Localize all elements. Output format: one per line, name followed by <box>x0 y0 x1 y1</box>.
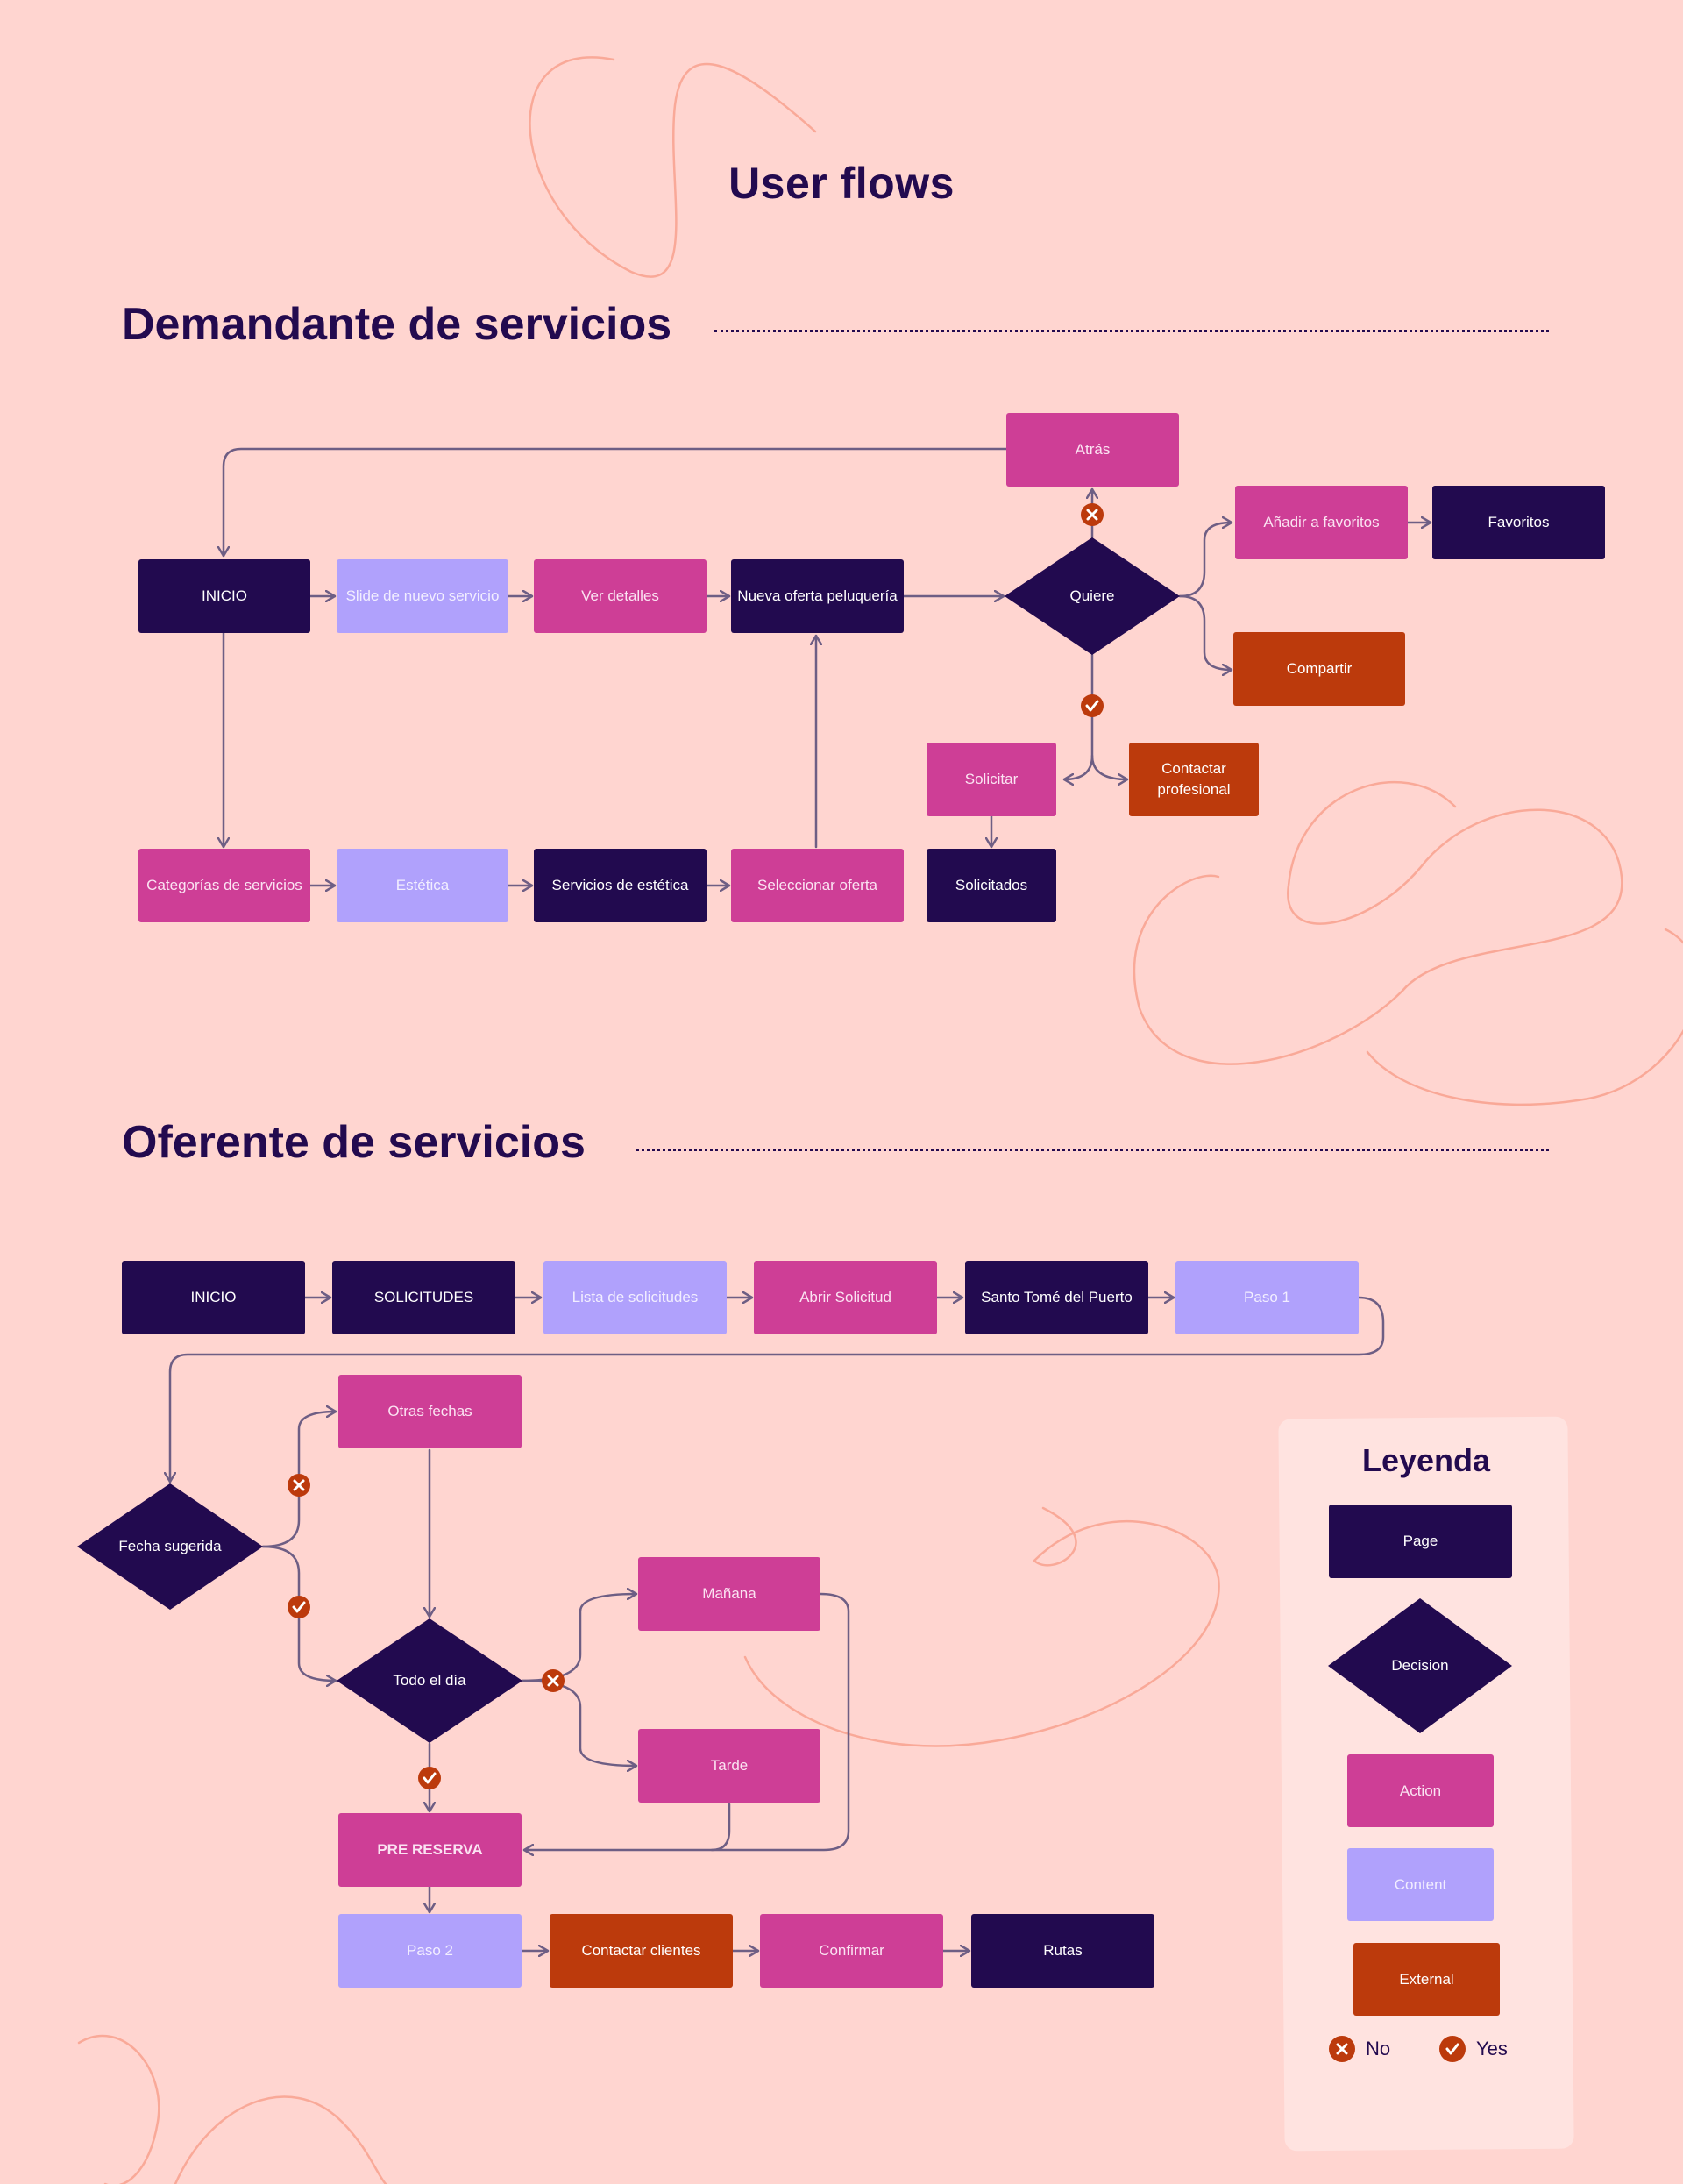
node-servicios-estetica[interactable]: Servicios de estética <box>534 849 707 922</box>
node-solicitudes[interactable]: SOLICITUDES <box>332 1261 515 1334</box>
node-santo-tome[interactable]: Santo Tomé del Puerto <box>965 1261 1148 1334</box>
no-marker-icon <box>540 1668 566 1694</box>
node-inicio[interactable]: INICIO <box>138 559 310 633</box>
node-ver-detalles[interactable]: Ver detalles <box>534 559 707 633</box>
legend-external: External <box>1353 1943 1500 2016</box>
node-compartir[interactable]: Compartir <box>1233 632 1405 706</box>
node-solicitar[interactable]: Solicitar <box>927 743 1056 816</box>
node-solicitados[interactable]: Solicitados <box>927 849 1056 922</box>
node-otras-fechas[interactable]: Otras fechas <box>338 1375 522 1448</box>
node-estetica[interactable]: Estética <box>337 849 508 922</box>
node-abrir-solicitud[interactable]: Abrir Solicitud <box>754 1261 937 1334</box>
legend-no: No <box>1329 2036 1390 2062</box>
node-paso-1[interactable]: Paso 1 <box>1175 1261 1359 1334</box>
node-manana[interactable]: Mañana <box>638 1557 820 1631</box>
decision-fecha-sugerida-label: Fecha sugerida <box>118 1538 222 1554</box>
section-title-demandante: Demandante de servicios <box>122 299 672 350</box>
node-contactar-clientes[interactable]: Contactar clientes <box>550 1914 733 1988</box>
page-title: User flows <box>728 159 955 208</box>
node-confirmar[interactable]: Confirmar <box>760 1914 943 1988</box>
node-paso-2[interactable]: Paso 2 <box>338 1914 522 1988</box>
node-lista-solicitudes[interactable]: Lista de solicitudes <box>543 1261 727 1334</box>
node-anadir-favoritos[interactable]: Añadir a favoritos <box>1235 486 1408 559</box>
yes-marker-icon <box>416 1765 443 1791</box>
legend-title: Leyenda <box>1361 1442 1491 1478</box>
legend-decision-label: Decision <box>1391 1657 1449 1674</box>
node-favoritos[interactable]: Favoritos <box>1432 486 1605 559</box>
decision-todo-el-dia-label: Todo el día <box>393 1672 466 1689</box>
section-divider-oferente <box>636 1149 1549 1151</box>
legend-content: Content <box>1347 1848 1494 1921</box>
node-seleccionar-oferta[interactable]: Seleccionar oferta <box>731 849 904 922</box>
legend-decision-shape <box>1328 1598 1512 1733</box>
check-circle-icon <box>1439 2036 1466 2062</box>
no-marker-icon <box>286 1472 312 1498</box>
decision-quiere-shape <box>1005 537 1180 655</box>
legend-page: Page <box>1329 1505 1512 1578</box>
section-title-oferente: Oferente de servicios <box>122 1117 586 1168</box>
legend-action: Action <box>1347 1754 1494 1827</box>
decision-fecha-sugerida-shape <box>77 1483 263 1610</box>
node-slide-nuevo-servicio[interactable]: Slide de nuevo servicio <box>337 559 508 633</box>
node-nueva-oferta[interactable]: Nueva oferta peluquería <box>731 559 904 633</box>
legend-yes: Yes <box>1439 2036 1508 2062</box>
node-tarde[interactable]: Tarde <box>638 1729 820 1803</box>
node-contactar-profesional[interactable]: Contactar profesional <box>1129 743 1259 816</box>
node-atras[interactable]: Atrás <box>1006 413 1179 487</box>
legend-no-label: No <box>1366 2038 1391 2060</box>
node-categorias-servicios[interactable]: Categorías de servicios <box>138 849 310 922</box>
yes-marker-icon <box>286 1594 312 1620</box>
node-inicio-oferente[interactable]: INICIO <box>122 1261 305 1334</box>
node-pre-reserva[interactable]: PRE RESERVA <box>338 1813 522 1887</box>
decision-todo-el-dia-shape <box>337 1618 522 1743</box>
decision-quiere-label: Quiere <box>1069 587 1115 604</box>
yes-marker-icon <box>1079 693 1105 719</box>
legend-yes-label: Yes <box>1476 2038 1508 2060</box>
node-rutas[interactable]: Rutas <box>971 1914 1154 1988</box>
x-circle-icon <box>1329 2036 1355 2062</box>
section-divider-demandante <box>714 330 1549 332</box>
no-marker-icon <box>1079 502 1105 528</box>
